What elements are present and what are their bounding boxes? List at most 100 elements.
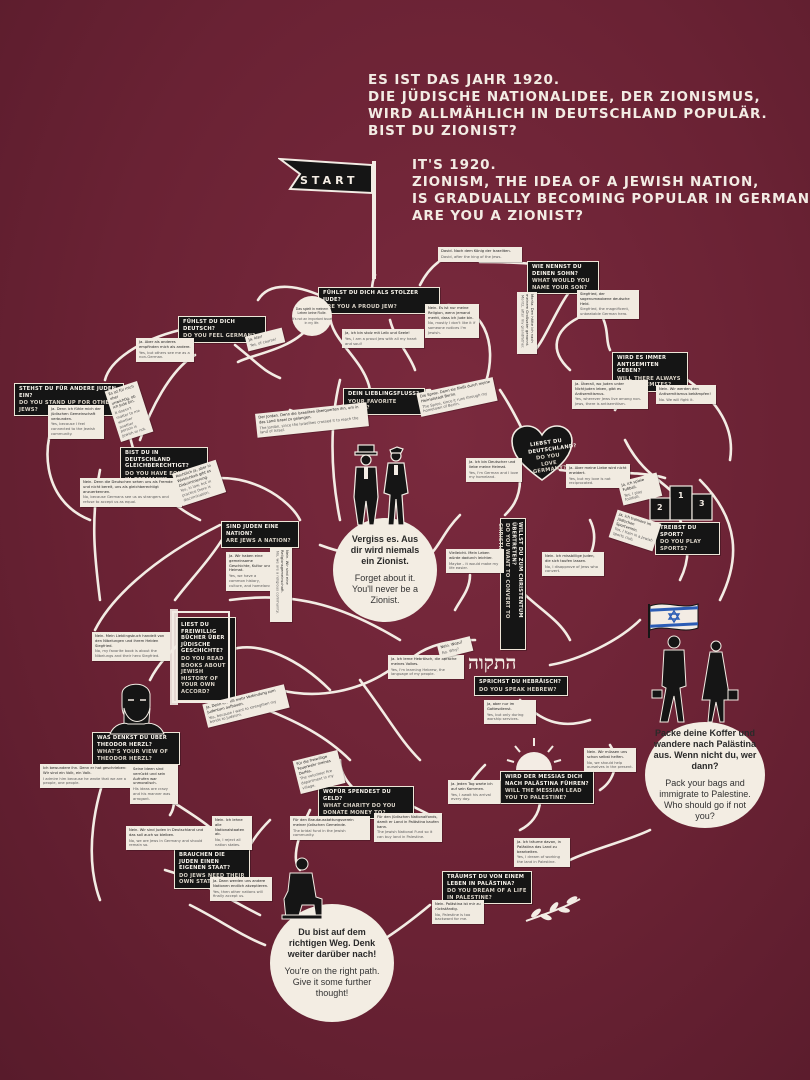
answer-text-de: Nein. Es ist nur meine Religion, wenn je… <box>428 306 474 320</box>
question-text-de: Wird der Messias dich nach Palästina füh… <box>505 774 589 787</box>
question-text-de: Sprichst du Hebräisch? <box>479 679 562 685</box>
answer-text-en: Yes, wherever Jews live among non-Jews, … <box>575 397 642 407</box>
answer-card: Seine Ideen sind verrückt und sein Aufru… <box>130 765 178 804</box>
question-text-de: Sind Juden eine Nation? <box>226 524 279 537</box>
answer-card: Siegfried, der sagenumwobene deutsche He… <box>577 290 639 319</box>
header-en-line: Zionism, the idea of a Jewish nation, <box>412 174 760 190</box>
answer-card: Ja. Ich träume davon, in Palästina das L… <box>514 838 570 867</box>
answer-text-de: Vielleicht. Mein Leben würde dadurch lei… <box>449 551 493 560</box>
answer-card: Ja. Ich bin Deutscher und liebe meine He… <box>466 458 522 483</box>
answer-text-en: Maybe – it would make my life easier. <box>449 561 499 571</box>
answer-card: Ja. Denn ich fühle mich der jüdischen Ge… <box>48 405 104 439</box>
answer-text-en: I admire him because he wrote that we ar… <box>43 776 126 786</box>
answer-text-de: Ja. Ich träume davon, in Palästina das L… <box>517 840 561 854</box>
olive-branch-icon <box>525 896 581 922</box>
answer-card: Nein. Denn die Deutschen sehen uns als F… <box>80 478 182 507</box>
question-text-en: What charity do you donate money to? <box>323 803 396 816</box>
question-text-en: Will the Messiah lead you to Palestine? <box>505 788 582 801</box>
answer-card: Ja. Aber als anderes empfinden mich als … <box>136 338 194 363</box>
question-text-de: Was denkst du über Theodor Herzl? <box>97 735 167 748</box>
answer-card: Nein. Wir sind eine Religionsgemeinschaf… <box>270 548 292 622</box>
answer-text-en: No, Palestine is too backward for me. <box>435 912 471 922</box>
answer-text-de: Für den Brautausstattungsverein meiner j… <box>293 818 354 827</box>
question-messiah: Wird der Messias dich nach Palästina füh… <box>500 771 594 805</box>
answer-text-en: Yes, I am a proud Jew with all my heart … <box>345 336 417 346</box>
answer-text-en: Yes, but my love is not reciprocated. <box>569 476 611 486</box>
answer-card-round: Das spielt in meinem Leben keine Rolle. … <box>292 296 332 336</box>
question-text-de: Wofür spendest du Geld? <box>323 789 391 802</box>
question-text-de: Stehst du für andere Juden ein? <box>19 386 117 399</box>
outcome-pack: Packe deine Koffer und wandere nach Palä… <box>645 722 765 828</box>
answer-card: Für den Jüdischen Nationalfonds, damit e… <box>374 813 442 842</box>
question-text-de: Treibst du Sport? <box>660 525 697 538</box>
answer-text-de: Nein. Palästina ist mir zu rückständig. <box>435 902 481 911</box>
question-text-de: Brauchen die Juden einen eigenen Staat? <box>179 852 231 872</box>
answer-text-en: David, after the king of the Jews. <box>441 254 502 259</box>
answer-text-en: Yes, I'm learning Hebrew, the language o… <box>391 667 445 677</box>
answer-text-en: Yes, I dream of working the land in Pale… <box>517 855 560 865</box>
answer-text-de: Nein. Wir müssen uns schon selbst helfen… <box>587 750 628 759</box>
answer-text-de: Moritz. Den hätte ich nach meinem Großva… <box>525 294 534 347</box>
outcome-text-en: Forget about it. You'll never be a Zioni… <box>352 573 418 605</box>
answer-card: Nein. Wir sind Juden in Deutschland und … <box>126 826 212 851</box>
question-text-en: What's your view of Theodor Herzl? <box>97 749 169 762</box>
answer-text-de: Ja. Überall, wo Juden unter Nichtjuden l… <box>575 382 625 396</box>
header-de-line: Bist du Zionist? <box>368 123 518 139</box>
herzl-portrait-icon <box>109 683 165 735</box>
question-text-en: What would you name your son? <box>532 278 590 291</box>
emigrants-icon <box>651 635 739 723</box>
outcome-text-de: Packe deine Koffer und wandere nach Palä… <box>653 728 757 771</box>
answer-card: Ich bewundere ihn. Denn er hat geschrieb… <box>40 764 132 789</box>
answer-text-en: Siegfried, the magnificent, unbeatable G… <box>580 307 630 317</box>
answer-text-en: The bridal fund in the Jewish community. <box>293 828 346 838</box>
question-text-en: Do you speak Hebrew? <box>479 686 557 693</box>
question-text-en: Do you dream of a life in Palestine? <box>447 888 527 901</box>
answer-text-en: No, I reject all nation states. <box>215 838 241 847</box>
hebrew-word: התקוה <box>468 652 517 674</box>
question-text-de: Fühlst du dich deutsch? <box>183 319 235 332</box>
answer-text-en: No, my favorite book is about the Nibelu… <box>95 649 160 659</box>
answer-text-de: Ich bewundere ihn. Denn er hat geschrieb… <box>43 766 127 775</box>
question-text-de: Willst du zum Christentum übertreten? <box>510 522 523 618</box>
answer-text-en: Yes, I await his arrival every day. <box>451 792 491 802</box>
answer-text-de: Ja. Jeden Tag warte ich auf sein Kommen. <box>451 782 493 791</box>
question-convert: Willst du zum Christentum übertreten? Do… <box>497 518 526 650</box>
answer-text-de: Ja. Denn ich fühle mich der jüdischen Ge… <box>51 407 101 421</box>
answer-card: Moritz. Den hätte ich nach meinem Großva… <box>517 292 537 354</box>
svg-text:2: 2 <box>657 503 663 512</box>
answer-text-de: Siegfried, der sagenumwobene deutsche He… <box>580 292 630 306</box>
question-text-de: Liest du freiwillig Bücher über jüdische… <box>181 622 225 655</box>
answer-text-en: Yes, we have a common history, culture, … <box>229 574 272 588</box>
question-text-de: Fühlst du dich als stolzer Jude? <box>323 290 419 303</box>
answer-text-de: Nein. Wir werden den Antisemitismus bekä… <box>659 387 711 396</box>
answer-card: Für den Brautausstattungsverein meiner j… <box>290 816 370 841</box>
answer-card: Nein. Ich missbillige Juden, die sich ta… <box>542 552 604 577</box>
outcome-text-en: Pack your bags and immigrate to Palestin… <box>659 778 751 821</box>
answer-text-de: Nein. Ich lehne alle Nationalstaaten ab. <box>215 818 245 837</box>
answer-text-de: Das spielt in meinem Leben keine Rolle. <box>295 306 329 316</box>
question-dream: Träumst du von einem Leben in Palästina?… <box>442 871 532 905</box>
outcome-forget: Vergiss es. Aus dir wird niemals ein Zio… <box>333 518 437 622</box>
answer-card: Ja. Dann werden uns andere Nationen endl… <box>210 877 272 902</box>
question-sport: Treibst du Sport? Do you play sports? <box>655 522 720 556</box>
answer-text-en: No. We will fight it. <box>659 397 694 402</box>
book-icon <box>170 609 230 705</box>
heart-icon <box>511 425 573 481</box>
answer-text-de: Ja. Dann werden uns andere Nationen endl… <box>213 879 269 888</box>
outcome-right-path: Du bist auf dem richtigen Weg. Denk weit… <box>270 904 394 1022</box>
question-text-de: Wie nennst du deinen Sohn? <box>532 264 582 277</box>
answer-card: Nein. Palästina ist mir zu rückständig. … <box>432 900 484 925</box>
question-proud-jew: Fühlst du dich als stolzer Jude? Are you… <box>318 287 440 314</box>
question-text-en: Are you a proud Jew? <box>323 304 397 311</box>
header-en-line: It's 1920. <box>412 157 497 173</box>
header-de-line: wird allmählich in Deutschland populär. <box>368 106 768 122</box>
header-en-line: Are you a Zionist? <box>412 208 584 224</box>
question-text-de: Träumst du von einem Leben in Palästina? <box>447 874 525 887</box>
svg-text:1: 1 <box>678 491 684 500</box>
answer-text-de: Für den Jüdischen Nationalfonds, damit e… <box>377 815 439 829</box>
answer-text-en: No, I disapprove of Jews who convert. <box>545 564 598 574</box>
header-title-en: It's 1920. Zionism, the idea of a Jewish… <box>412 157 810 225</box>
answer-text-en: Yes, because I feel connected to the Jew… <box>51 422 96 436</box>
answer-card: Ja. Überall, wo Juden unter Nichtjuden l… <box>572 380 648 409</box>
sun-icon <box>506 738 562 770</box>
